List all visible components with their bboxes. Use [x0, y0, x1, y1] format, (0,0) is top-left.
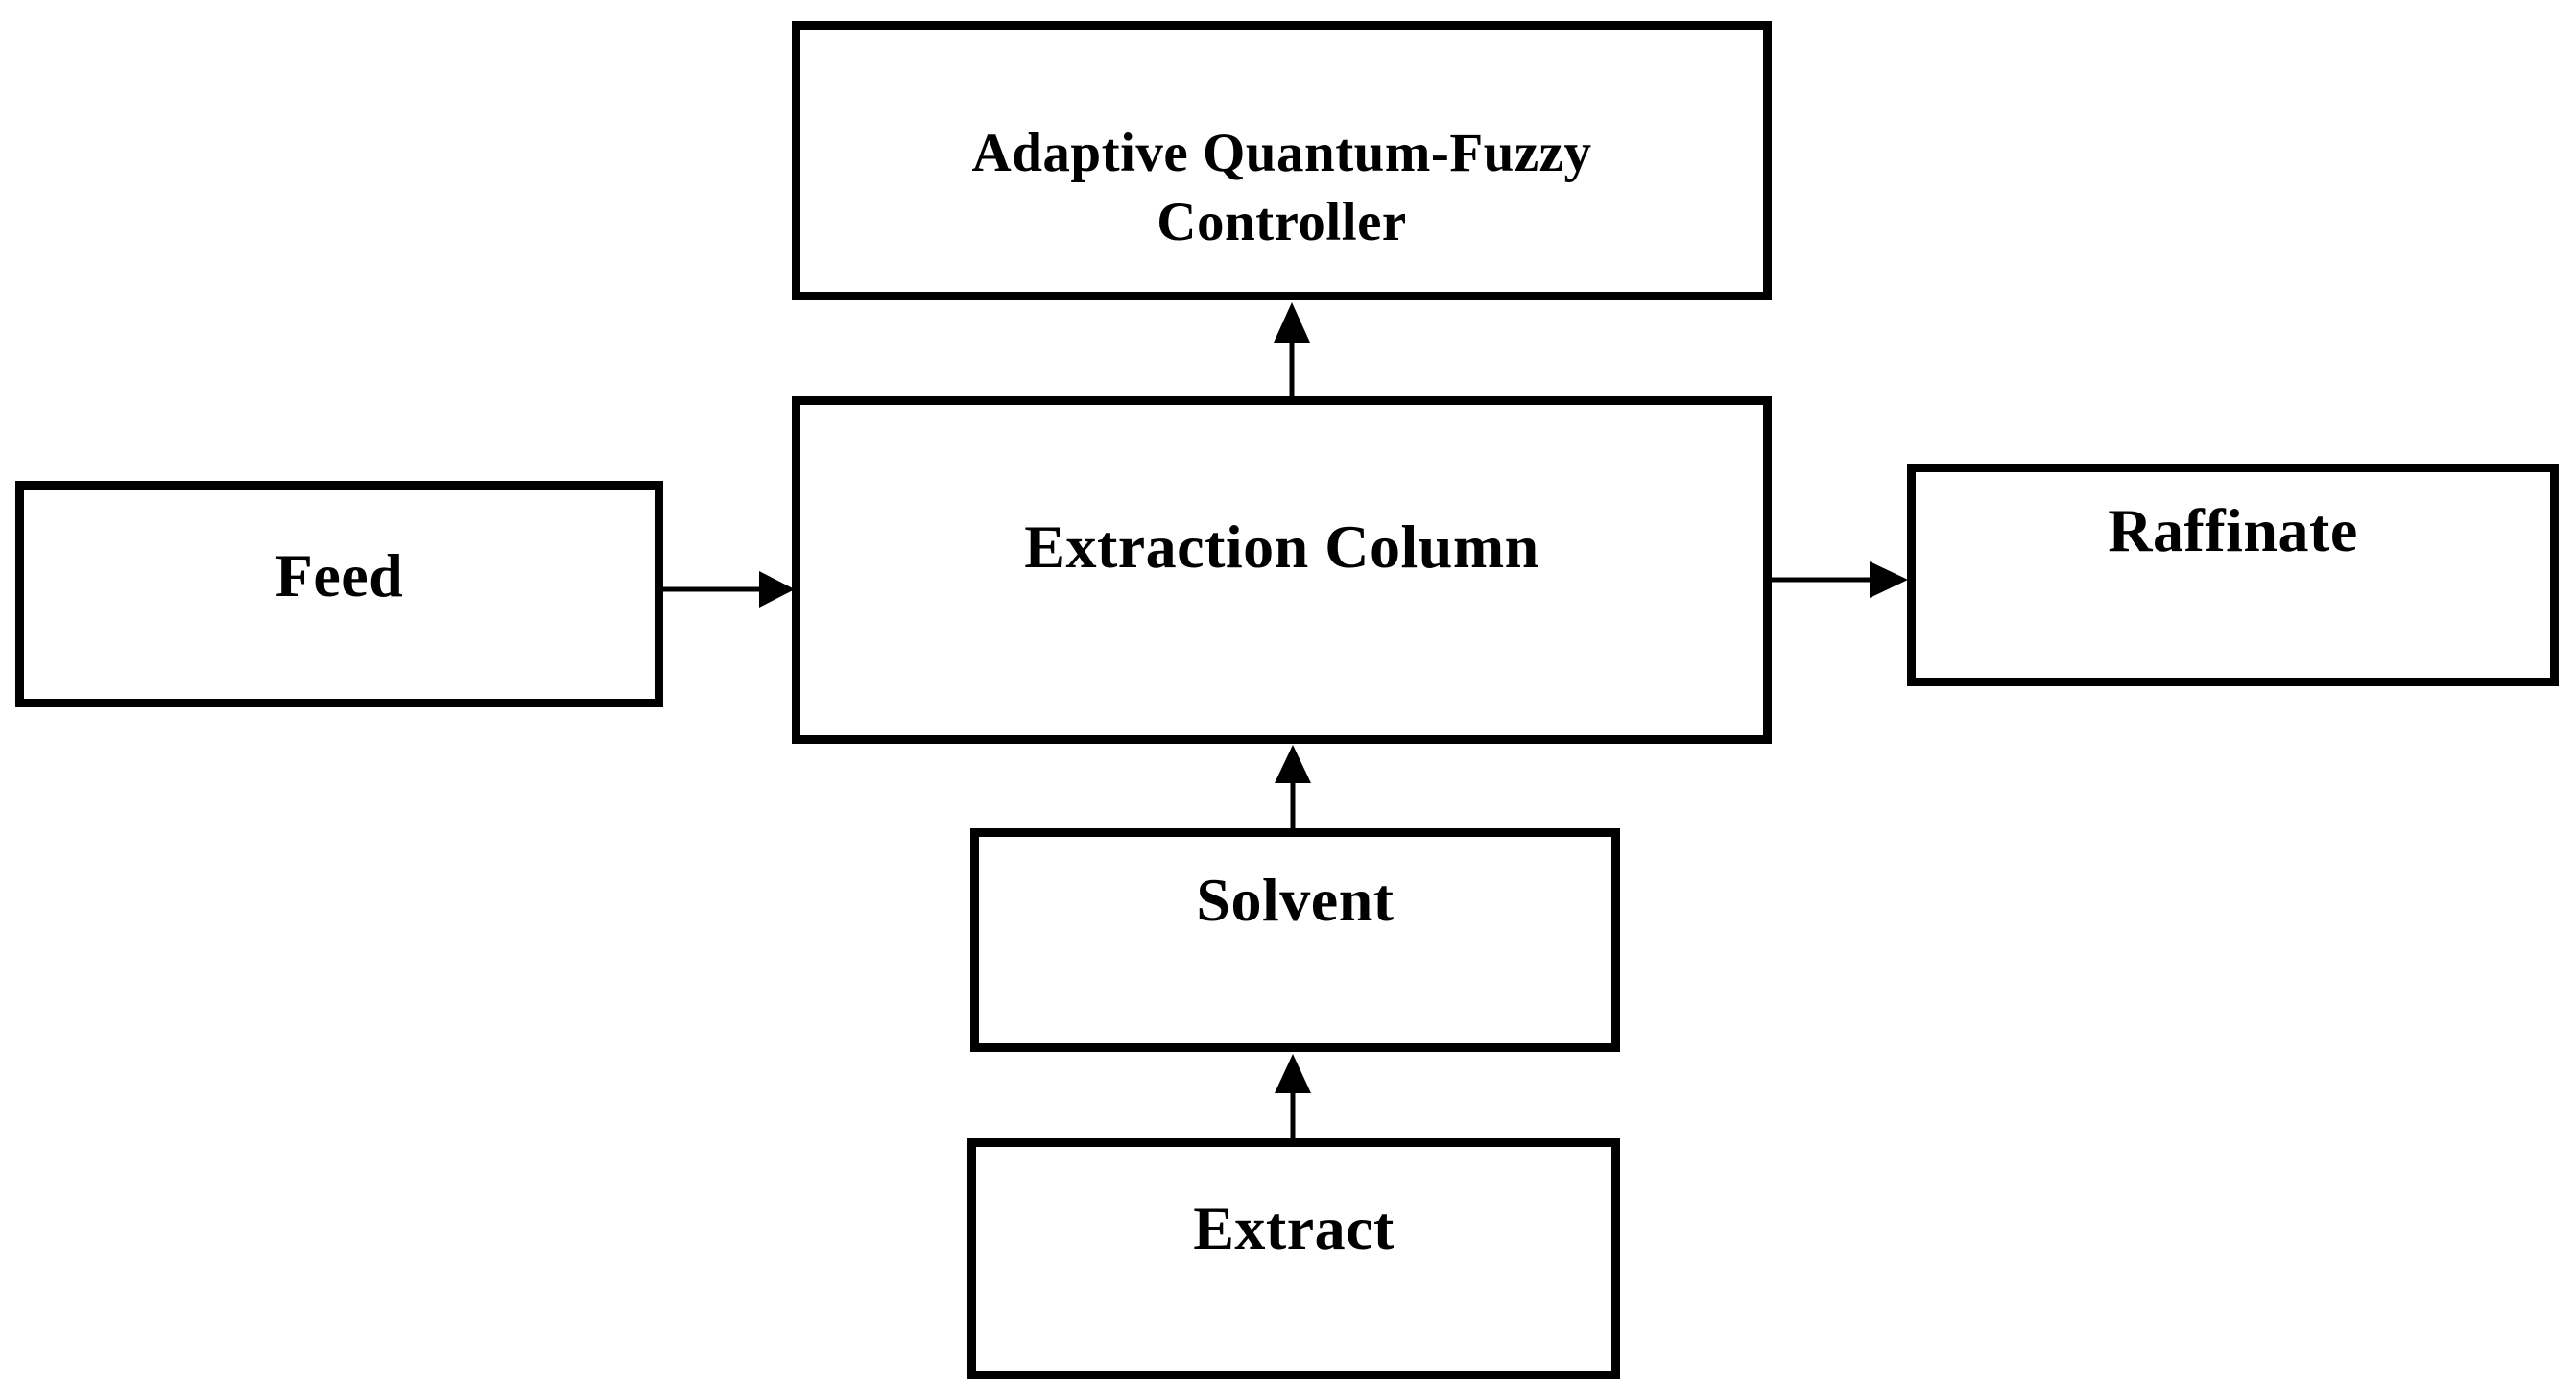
arrow-extraction-column-to-raffinate: [1772, 561, 1908, 598]
node-label-controller: Adaptive Quantum-Fuzzy Controller: [971, 123, 1592, 252]
node-feed: Feed: [15, 481, 663, 707]
node-label-feed: Feed: [274, 540, 404, 609]
arrow-extraction-column-to-controller: [1274, 302, 1310, 400]
node-label-extraction-column: Extraction Column: [1024, 512, 1539, 581]
node-extraction-column: Extraction Column: [792, 396, 1772, 744]
arrow-extract-to-solvent: [1275, 1054, 1311, 1142]
arrow-solvent-to-extraction-column: [1275, 745, 1311, 832]
node-label-raffinate: Raffinate: [2108, 495, 2358, 564]
arrow-feed-to-extraction-column: [663, 571, 795, 608]
node-raffinate: Raffinate: [1907, 464, 2559, 686]
node-adaptive-quantum-fuzzy-controller: Adaptive Quantum-Fuzzy Controller: [792, 21, 1772, 300]
node-solvent: Solvent: [970, 828, 1620, 1052]
node-label-extract: Extract: [1193, 1194, 1395, 1263]
node-extract: Extract: [967, 1138, 1620, 1379]
node-label-solvent: Solvent: [1196, 866, 1395, 935]
